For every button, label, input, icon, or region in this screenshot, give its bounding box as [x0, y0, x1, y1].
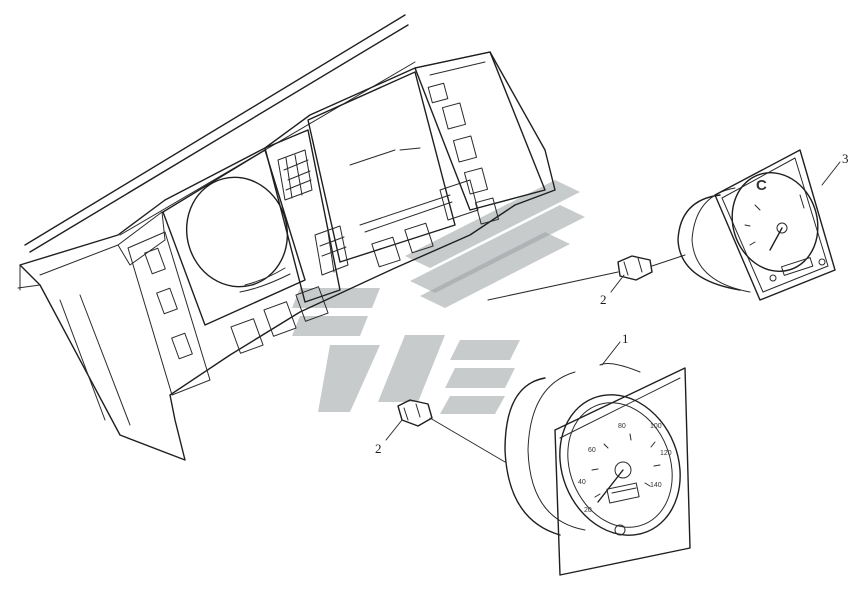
speed-dial-num-40: 40: [578, 479, 586, 486]
left-switch-block: [127, 231, 211, 396]
callout-1: 1: [601, 331, 629, 366]
callout-3-label: 3: [842, 151, 849, 166]
callout-1-label: 1: [622, 331, 629, 346]
watermark-logo: [292, 180, 585, 414]
callout-2-lower-label: 2: [375, 441, 382, 456]
speedometer: 20 40 60 80 100 120 140: [504, 363, 691, 576]
tachometer-recess: [162, 149, 306, 326]
speed-dial-num-120: 120: [660, 450, 672, 457]
harness-wire-lower: [429, 417, 506, 463]
harness-wire-upper-b: [651, 254, 686, 267]
callout-3: 3: [821, 151, 849, 186]
connector-upper: [617, 255, 653, 281]
callout-2-lower: 2: [375, 419, 403, 456]
lower-button-row: [230, 286, 329, 354]
speed-dial-num-80: 80: [618, 423, 626, 430]
grid-indicator-panel: [264, 129, 349, 303]
connector-lower: [397, 399, 433, 427]
callout-2-upper-label: 2: [600, 292, 607, 307]
speed-dial-num-140: 140: [650, 482, 662, 489]
callout-2-upper: 2: [600, 274, 625, 307]
speed-dial-num-100: 100: [650, 423, 662, 430]
temp-gauge-label: C: [756, 177, 767, 194]
speed-dial-num-60: 60: [588, 447, 596, 454]
temperature-gauge: C: [677, 149, 836, 301]
speed-dial-num-20: 20: [584, 507, 592, 514]
dashboard-panel: [17, 14, 556, 461]
harness-wire-upper: [487, 271, 619, 301]
center-display: [307, 71, 479, 268]
right-switch-column: [414, 51, 546, 225]
